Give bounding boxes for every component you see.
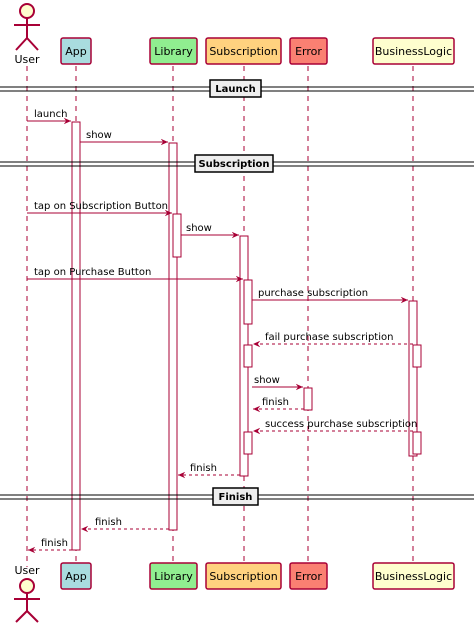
msg-tap-subscription: tap on Subscription Button xyxy=(34,201,168,212)
divider-launch: Launch xyxy=(0,79,474,98)
activation-business-3 xyxy=(412,431,422,455)
msg-launch: launch xyxy=(34,109,67,120)
msg-finish-library: finish xyxy=(95,517,122,528)
participant-label: App xyxy=(65,45,87,58)
participant-error-bottom: Error xyxy=(289,562,328,590)
actor-head xyxy=(19,3,35,19)
participant-label: Subscription xyxy=(209,45,277,58)
participant-label: Error xyxy=(295,570,322,583)
participant-library-bottom: Library xyxy=(149,562,198,590)
divider-subscription: Subscription xyxy=(0,154,474,173)
divider-label: Finish xyxy=(219,492,253,503)
msg-show-error: show xyxy=(254,375,280,386)
participant-label: App xyxy=(65,570,87,583)
divider-label: Launch xyxy=(215,84,255,95)
participant-app-bottom: App xyxy=(60,562,92,590)
participant-business-top: BusinessLogic xyxy=(372,37,455,65)
activation-library-nested xyxy=(172,213,182,258)
participant-label: Library xyxy=(154,45,193,58)
msg-purchase-subscription: purchase subscription xyxy=(258,288,368,299)
activations xyxy=(71,121,422,551)
activation-error xyxy=(303,387,313,411)
activation-library xyxy=(168,142,178,531)
participant-library-top: Library xyxy=(149,37,198,65)
msg-finish-app: finish xyxy=(41,538,68,549)
participant-app-top: App xyxy=(60,37,92,65)
msg-finish-error: finish xyxy=(262,397,289,408)
actor-user-label-bottom: User xyxy=(14,564,40,577)
activation-subscription-4 xyxy=(243,431,253,455)
msg-fail-purchase: fail purchase subscription xyxy=(265,332,393,343)
divider-finish: Finish xyxy=(0,487,474,506)
activation-subscription-3 xyxy=(243,344,253,368)
participant-error-top: Error xyxy=(289,37,328,65)
message-labels: launch show tap on Subscription Button s… xyxy=(34,109,417,549)
msg-finish-subscription: finish xyxy=(190,463,217,474)
participant-label: Subscription xyxy=(209,570,277,583)
msg-show-subscription: show xyxy=(186,223,212,234)
participant-subscription-bottom: Subscription xyxy=(205,562,282,590)
actor-user-label-top: User xyxy=(14,53,40,66)
divider-label: Subscription xyxy=(198,159,269,170)
participants-bottom: App Library Subscription Error BusinessL… xyxy=(60,562,455,590)
participant-label: Library xyxy=(154,570,193,583)
activation-business-1 xyxy=(408,300,418,457)
msg-tap-purchase: tap on Purchase Button xyxy=(34,267,151,278)
activation-app xyxy=(71,121,81,551)
participant-label: BusinessLogic xyxy=(375,45,452,58)
messages xyxy=(27,117,413,554)
activation-business-2 xyxy=(412,344,422,368)
participant-subscription-top: Subscription xyxy=(205,37,282,65)
participant-label: BusinessLogic xyxy=(375,570,452,583)
msg-success-purchase: success purchase subscription xyxy=(265,419,417,430)
actor-head xyxy=(19,578,35,594)
actor-user-top xyxy=(14,3,40,51)
actor-user-bottom xyxy=(14,578,40,623)
participants-top: App Library Subscription Error BusinessL… xyxy=(60,37,455,65)
activation-subscription-2 xyxy=(243,279,253,325)
participant-label: Error xyxy=(295,45,322,58)
msg-show-library: show xyxy=(86,130,112,141)
participant-business-bottom: BusinessLogic xyxy=(372,562,455,590)
